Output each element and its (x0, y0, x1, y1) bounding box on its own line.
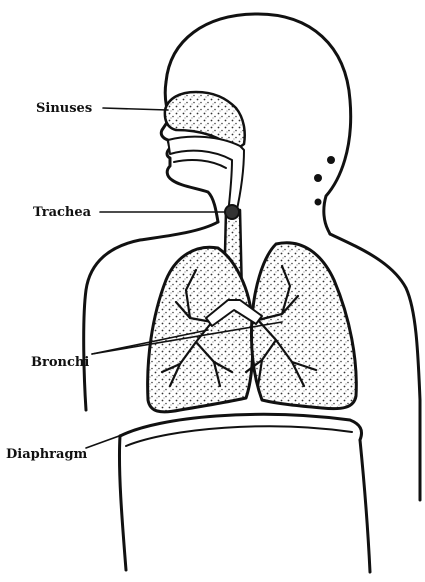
diaphragm-lower (126, 426, 352, 446)
larynx (225, 205, 239, 219)
nasal-passage (168, 137, 244, 214)
lower-torso-right (360, 440, 370, 572)
bronchi-label: Bronchi (31, 355, 89, 370)
sinuses-leader-line (103, 108, 168, 110)
trachea-label: Trachea (33, 205, 92, 220)
lower-torso-left (119, 436, 126, 570)
diaphragm-label: Diaphragm (6, 447, 88, 462)
lymph-node (327, 156, 335, 164)
lymph-node (315, 199, 322, 206)
lymph-node (314, 174, 322, 182)
tongue (174, 160, 226, 168)
sinuses-label: Sinuses (36, 101, 92, 116)
diaphragm-leader-line (86, 432, 130, 448)
